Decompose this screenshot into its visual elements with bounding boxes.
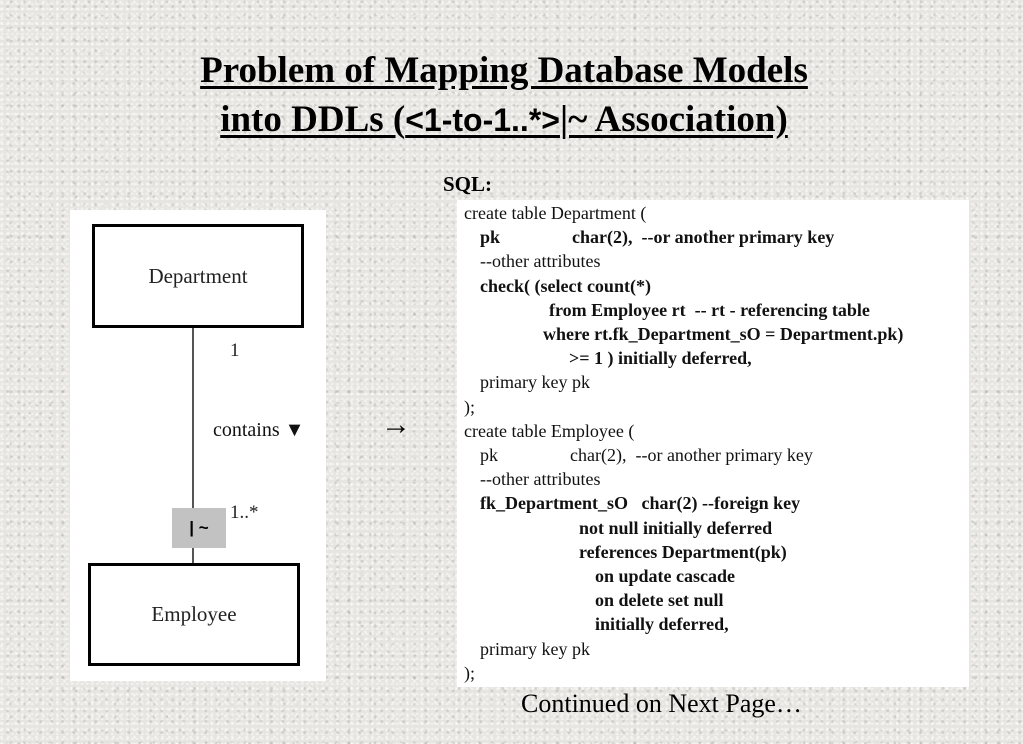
right-arrow-icon: → bbox=[381, 408, 411, 441]
multiplicity-bottom: 1..* bbox=[230, 502, 259, 523]
code-line: pk char(2), --or another primary key bbox=[480, 227, 835, 248]
sql-label: SQL: bbox=[443, 172, 493, 196]
code-line: ); bbox=[464, 662, 475, 683]
sql-code-panel: create table Department ( pk char(2), --o… bbox=[457, 200, 969, 687]
title-line-2: into DDLs (<1-to-1..*>|~ Association) bbox=[0, 95, 1008, 145]
uml-diagram: Department 1 contains ▼ 1..* | ~ Employe… bbox=[70, 210, 326, 681]
code-line: ); bbox=[464, 396, 475, 417]
code-line: create table Employee ( bbox=[464, 420, 635, 441]
code-line: on delete set null bbox=[595, 590, 724, 611]
code-line: from Employee rt -- rt - referencing tab… bbox=[549, 299, 870, 320]
class-employee: Employee bbox=[88, 563, 300, 666]
multiplicity-top: 1 bbox=[230, 340, 240, 361]
code-line: fk_Department_sO char(2) --foreign key bbox=[480, 493, 801, 514]
code-line: --other attributes bbox=[480, 469, 601, 490]
title-line-2-prefix: into DDLs ( bbox=[220, 99, 406, 140]
code-line: primary key pk bbox=[480, 372, 590, 393]
code-line: where rt.fk_Department_sO = Department.p… bbox=[543, 324, 904, 344]
code-line: pk char(2), --or another primary key bbox=[480, 445, 813, 465]
code-line: >= 1 ) initially deferred, bbox=[569, 348, 752, 369]
class-department-label: Department bbox=[148, 263, 248, 288]
code-line: on update cascade bbox=[595, 566, 736, 586]
code-line: primary key pk bbox=[480, 638, 590, 659]
continued-note: Continued on Next Page… bbox=[521, 689, 802, 718]
code-line: references Department(pk) bbox=[579, 541, 787, 562]
association-name: contains ▼ bbox=[213, 419, 305, 441]
code-line: check( (select count(*) bbox=[480, 275, 651, 296]
association-tag: | ~ bbox=[172, 508, 226, 548]
association-line bbox=[192, 328, 194, 564]
class-employee-label: Employee bbox=[151, 602, 237, 626]
class-department: Department bbox=[92, 224, 304, 328]
code-line: initially deferred, bbox=[595, 614, 729, 635]
slide-title: Problem of Mapping Database Models into … bbox=[0, 46, 1008, 145]
title-line-1: Problem of Mapping Database Models bbox=[200, 50, 808, 91]
title-line-2-suffix: |~ Association) bbox=[559, 99, 788, 140]
code-line: create table Department ( bbox=[464, 203, 647, 223]
title-association-type: <1-to-1..*> bbox=[405, 102, 560, 138]
code-line: not null initially deferred bbox=[579, 517, 773, 538]
code-line: --other attributes bbox=[480, 251, 601, 272]
